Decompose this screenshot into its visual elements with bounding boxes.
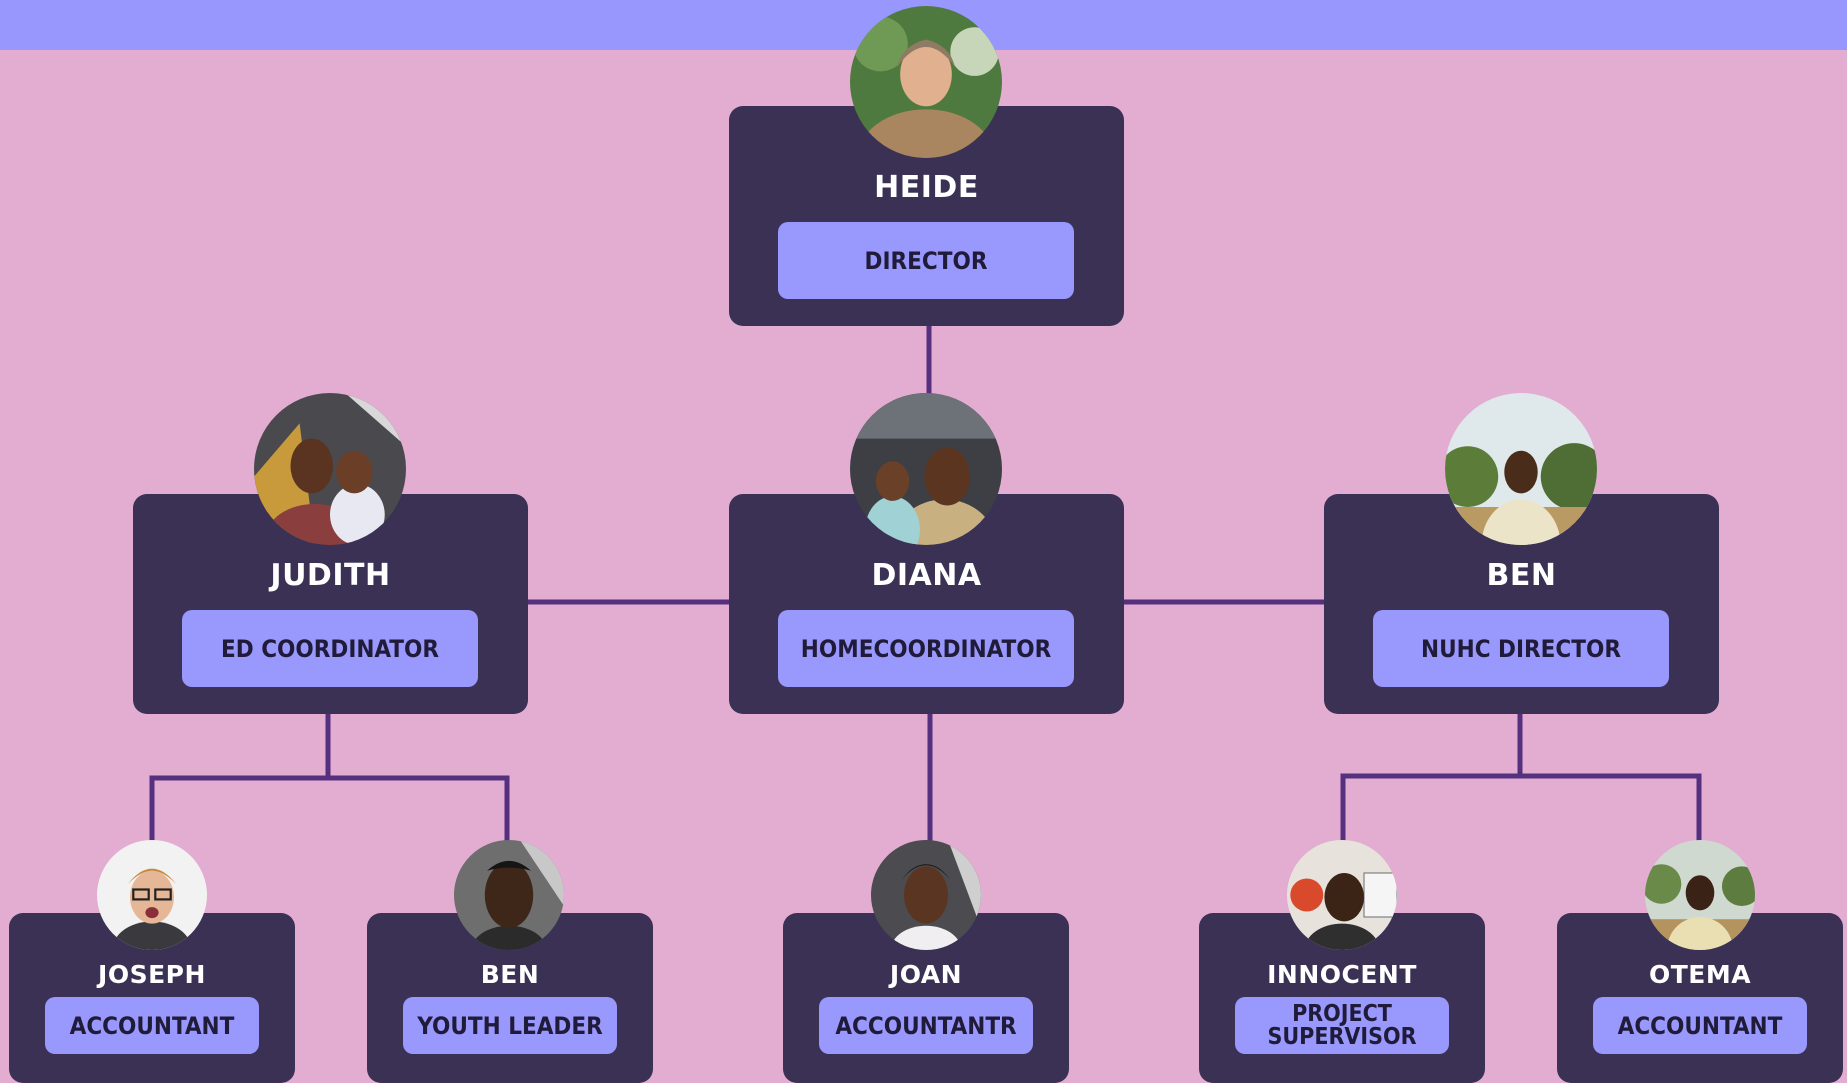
avatar-ben-nuhc bbox=[1445, 393, 1597, 545]
person-name: BEN bbox=[480, 960, 540, 989]
role-badge: NUHC DIRECTOR bbox=[1373, 610, 1669, 687]
avatar-joseph bbox=[97, 840, 207, 950]
avatar-innocent bbox=[1287, 840, 1397, 950]
person-name: JUDITH bbox=[270, 558, 391, 593]
person-name: INNOCENT bbox=[1267, 960, 1417, 989]
person-name: JOAN bbox=[889, 960, 963, 989]
card-ben-nuhc: BEN NUHC DIRECTOR bbox=[1324, 494, 1719, 714]
card-heide: HEIDE DIRECTOR bbox=[729, 106, 1124, 326]
role-badge: ACCOUNTANT bbox=[1593, 997, 1807, 1054]
connector-ben-otema bbox=[1517, 773, 1702, 845]
person-name: BEN bbox=[1486, 558, 1557, 593]
card-joan: JOAN ACCOUNTANTR bbox=[783, 913, 1069, 1083]
card-judith: JUDITH ED COORDINATOR bbox=[133, 494, 528, 714]
avatar-judith bbox=[254, 393, 406, 545]
role-badge: DIRECTOR bbox=[778, 222, 1074, 299]
avatar-joan bbox=[871, 840, 981, 950]
connector-ben-children bbox=[1340, 711, 1523, 845]
role-badge: YOUTH LEADER bbox=[403, 997, 617, 1054]
role-badge: PROJECT SUPERVISOR bbox=[1235, 997, 1449, 1054]
person-name: JOSEPH bbox=[98, 960, 206, 989]
avatar-heide bbox=[850, 6, 1002, 158]
role-badge: ED COORDINATOR bbox=[182, 610, 478, 687]
card-joseph: JOSEPH ACCOUNTANT bbox=[9, 913, 295, 1083]
avatar-otema bbox=[1645, 840, 1755, 950]
role-badge: HOMECOORDINATOR bbox=[778, 610, 1074, 687]
avatar-ben-youth bbox=[454, 840, 564, 950]
role-badge: ACCOUNTANT bbox=[45, 997, 259, 1054]
person-name: HEIDE bbox=[874, 170, 979, 205]
connector-judith-children bbox=[149, 711, 331, 845]
card-otema: OTEMA ACCOUNTANT bbox=[1557, 913, 1843, 1083]
connector-judith-ben bbox=[325, 775, 510, 845]
person-name: DIANA bbox=[871, 558, 982, 593]
role-badge: ACCOUNTANTR bbox=[819, 997, 1033, 1054]
avatar-diana bbox=[850, 393, 1002, 545]
person-name: OTEMA bbox=[1648, 960, 1752, 989]
